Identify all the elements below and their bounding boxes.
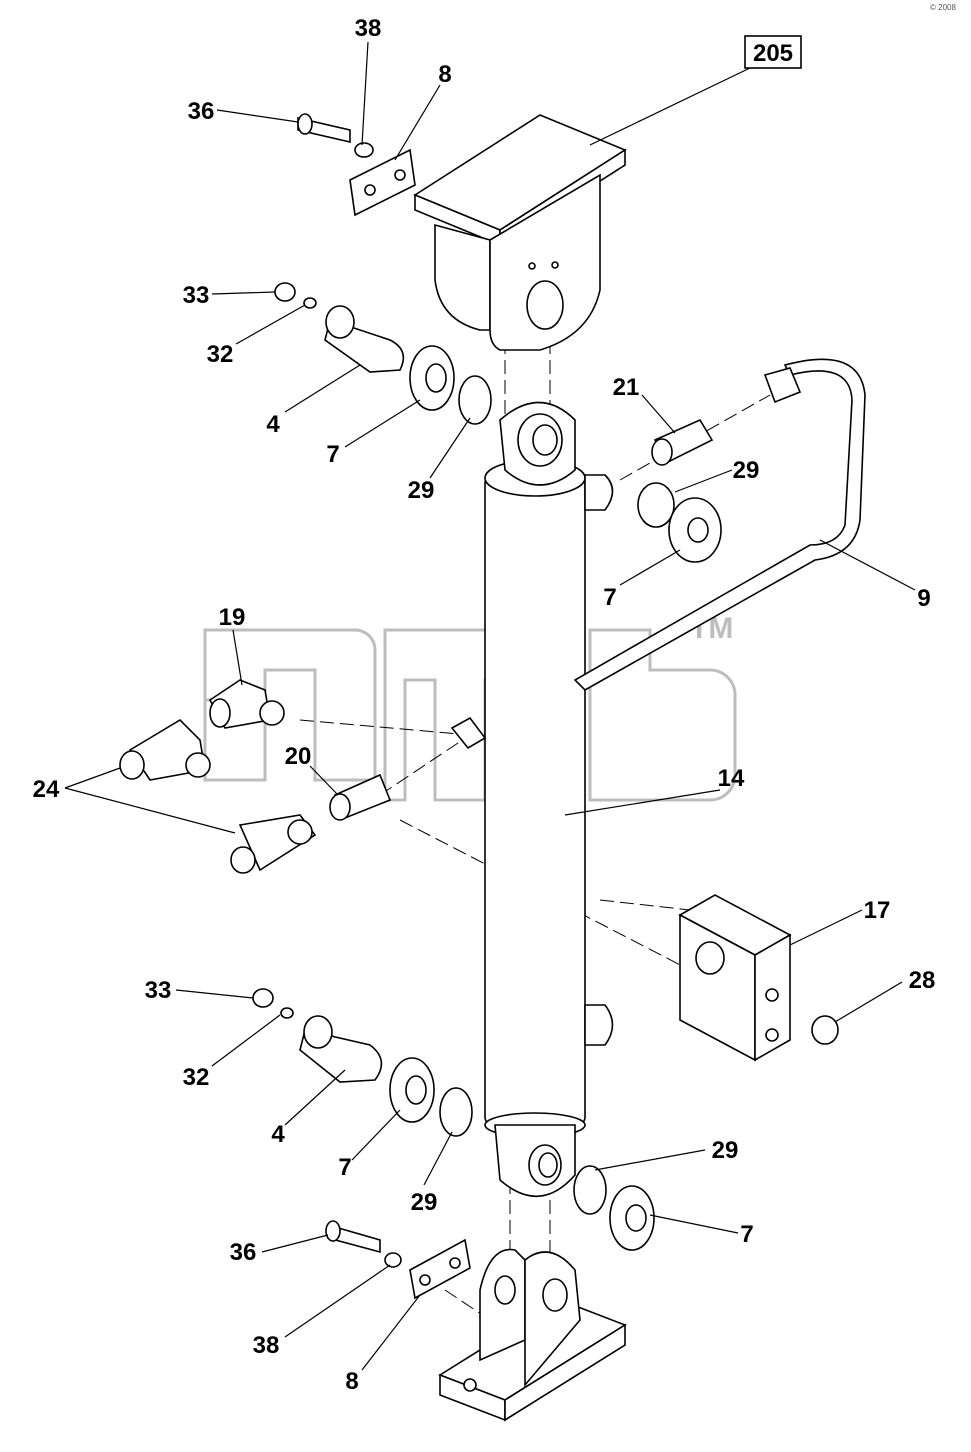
callout-labels: 38 8 36 33 32 4 7 29 21 29 7 9 19 20 24 … (33, 15, 936, 1395)
callout-29-top: 29 (408, 477, 435, 504)
left-fittings (119, 679, 392, 874)
hydraulic-hose (450, 358, 866, 750)
callout-14: 14 (718, 765, 745, 792)
upper-right-fittings (637, 418, 722, 563)
callout-29-right: 29 (733, 457, 760, 484)
callout-17: 17 (864, 897, 891, 924)
callout-32-bottom: 32 (183, 1064, 210, 1091)
callout-28: 28 (909, 967, 936, 994)
callout-9: 9 (917, 585, 930, 612)
callout-8-bottom: 8 (345, 1368, 358, 1395)
callout-36-bottom: 36 (230, 1239, 257, 1266)
upper-mounting-bracket (413, 114, 627, 351)
callout-38-top: 38 (355, 15, 382, 42)
callout-leaders (64, 41, 916, 1371)
corner-mark: © 2008 (930, 3, 956, 12)
callout-19: 19 (219, 604, 246, 631)
callout-24: 24 (33, 776, 60, 803)
callout-4-bottom: 4 (271, 1121, 285, 1148)
lower-mounting-base (438, 1248, 627, 1422)
callout-33-bottom: 33 (145, 977, 172, 1004)
callout-21: 21 (613, 374, 640, 401)
lower-pin-group (252, 988, 655, 1300)
callout-32-top: 32 (207, 341, 234, 368)
callout-29-bottom-right: 29 (712, 1137, 739, 1164)
callout-7-bottom: 7 (338, 1154, 351, 1181)
callout-7-right: 7 (603, 584, 616, 611)
assembly-label: 205 (753, 40, 793, 67)
valve-block (678, 894, 839, 1062)
callout-7-top: 7 (326, 441, 339, 468)
callout-4-top: 4 (266, 411, 280, 438)
assembly-label-box: 205 (744, 35, 802, 69)
callout-36-top: 36 (188, 98, 215, 125)
callout-20: 20 (285, 743, 312, 770)
callout-33-top: 33 (183, 282, 210, 309)
callout-7-bottom-right: 7 (740, 1221, 753, 1248)
upper-pin-group (274, 113, 492, 425)
hydraulic-cylinder (484, 401, 614, 1198)
callout-38-bottom: 38 (253, 1332, 280, 1359)
callout-29-bottom: 29 (411, 1189, 438, 1216)
callout-8-top: 8 (438, 61, 451, 88)
